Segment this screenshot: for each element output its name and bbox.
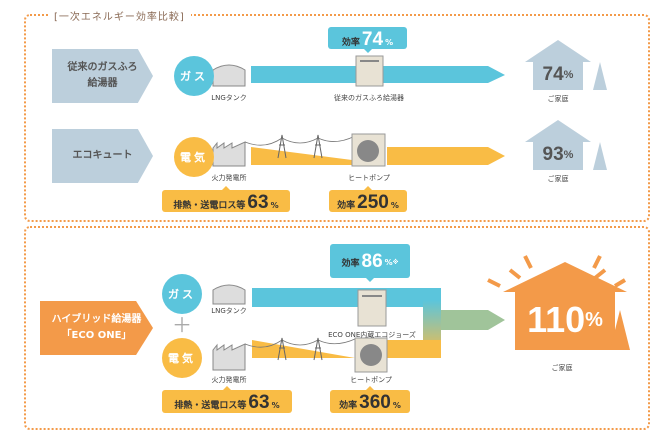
power-plant-label: 火力発電所 xyxy=(211,174,247,182)
tree-icon xyxy=(610,310,630,350)
section-title: [一次エネルギー効率比較] xyxy=(48,8,191,23)
hybrid-home-icon xyxy=(503,262,627,350)
home-label: ご家庭 xyxy=(547,175,569,183)
row-label-ecocute: エコキュート xyxy=(52,129,153,183)
home-label: ご家庭 xyxy=(547,95,569,103)
tree-icon xyxy=(593,142,607,170)
home-value-conventional: 74% xyxy=(542,64,574,85)
electric-flow-arrow xyxy=(387,147,505,165)
lng-tank-label: LNGタンク xyxy=(211,94,247,102)
home-value-ecocute: 93% xyxy=(542,144,574,165)
gas-heater-label: 従来のガスふろ給湯器 xyxy=(334,94,404,102)
hybrid-electric-flow xyxy=(252,340,441,358)
home-value-hybrid: 110% xyxy=(527,299,603,340)
hybrid-plant-label: 火力発電所 xyxy=(211,376,247,384)
shine-icon xyxy=(487,255,627,288)
heat-pump-label: ヒートポンプ xyxy=(348,174,390,182)
hybrid-merged-arrow xyxy=(441,310,505,330)
pylon-icon xyxy=(277,134,287,159)
hybrid-gas-flow xyxy=(252,288,441,345)
conventional-section xyxy=(24,14,650,222)
row-label-conventional: 従来のガスふろ給湯器 xyxy=(52,49,153,103)
lng-tank-icon xyxy=(212,64,246,87)
power-plant-icon xyxy=(212,141,246,167)
plus-sign: ＋ xyxy=(172,313,192,337)
hybrid-section xyxy=(24,226,650,430)
gas-badge: ガス xyxy=(174,56,214,96)
hybrid-gas-device-label: ECO ONE内蔵エコジョーズ xyxy=(328,331,416,339)
home-icon xyxy=(525,120,591,170)
home-icon xyxy=(525,40,591,90)
hybrid-electric-badge: 電気 xyxy=(162,338,202,378)
hybrid-heat-pump-label: ヒートポンプ xyxy=(350,376,392,384)
hybrid-home-label: ご家庭 xyxy=(551,364,573,372)
row-label-hybrid: ハイブリッド給湯器「ECO ONE」 xyxy=(40,301,153,355)
pylon-icon xyxy=(313,134,323,159)
tree-icon xyxy=(593,62,607,90)
electric-badge: 電気 xyxy=(174,137,214,177)
hybrid-lng-label: LNGタンク xyxy=(211,307,247,315)
hybrid-gas-badge: ガス xyxy=(162,274,202,314)
